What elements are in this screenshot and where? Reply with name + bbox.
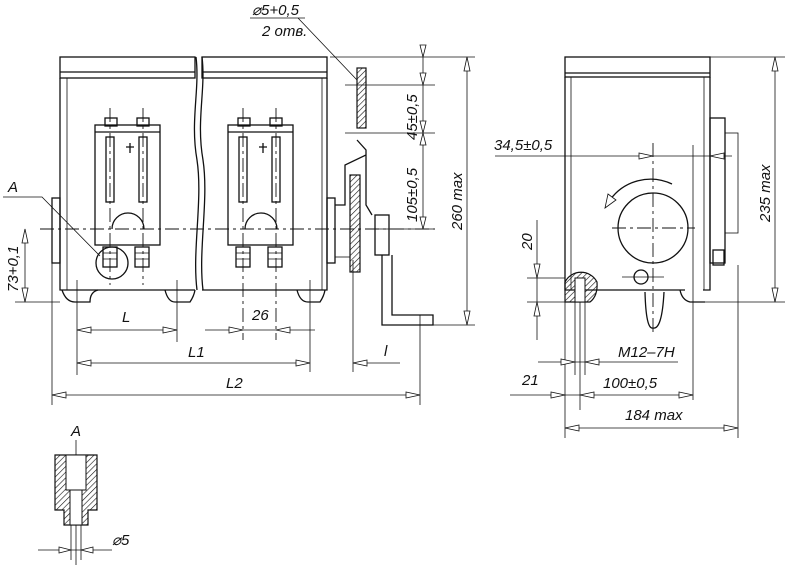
front-view xyxy=(40,56,435,340)
dim-height-235: 235 max xyxy=(757,164,774,223)
dim-45: 45±0,5 xyxy=(404,94,421,140)
dim-34-5: 34,5±0,5 xyxy=(494,137,553,154)
dim-73: 73+0,1 xyxy=(5,246,22,292)
side-contact xyxy=(709,117,726,264)
detail-a-title: A xyxy=(70,423,81,440)
dim-26: 26 xyxy=(251,307,269,324)
dim-20: 20 xyxy=(519,233,536,251)
dim-184: 184 max xyxy=(625,407,683,424)
housing-outline xyxy=(59,78,328,291)
rotation-arrow xyxy=(609,178,673,201)
dim-L1: L1 xyxy=(188,344,205,361)
side-dimensions: 235 max 34,5±0,5 20 M12–7H 21 100±0,5 18… xyxy=(494,56,785,438)
dim-105: 105±0,5 xyxy=(404,167,421,222)
dim-L: L xyxy=(122,309,130,326)
top-band-right xyxy=(201,56,328,79)
side-view xyxy=(564,56,739,335)
detail-ref-a: A xyxy=(7,179,18,196)
thread-m12: M12–7H xyxy=(618,344,675,361)
detail-a: A ⌀5 xyxy=(38,423,130,565)
dim-L2: L2 xyxy=(226,375,243,392)
detail-a-circle xyxy=(95,246,129,280)
dim-height-260: 260 max xyxy=(449,172,466,231)
detail-a-hole-dim: ⌀5 xyxy=(112,532,130,549)
hole-count: 2 отв. xyxy=(261,23,307,40)
relay-block-2 xyxy=(227,108,294,340)
dim-21: 21 xyxy=(521,372,539,389)
break-line xyxy=(193,56,200,291)
front-dimensions: ⌀5+0,5 2 отв. 45±0,5 105±0,5 260 max A 7… xyxy=(3,2,475,405)
dim-100: 100±0,5 xyxy=(603,375,658,392)
dim-l: l xyxy=(384,343,388,360)
gear xyxy=(349,174,361,273)
drive-mechanism xyxy=(335,67,434,326)
handle-hub xyxy=(374,214,390,256)
lever xyxy=(644,291,665,329)
hole-callout: ⌀5+0,5 xyxy=(252,2,300,19)
top-band-left xyxy=(59,56,196,79)
foot xyxy=(61,289,99,303)
crank-handle xyxy=(381,255,434,326)
relay-block-1 xyxy=(94,108,161,285)
